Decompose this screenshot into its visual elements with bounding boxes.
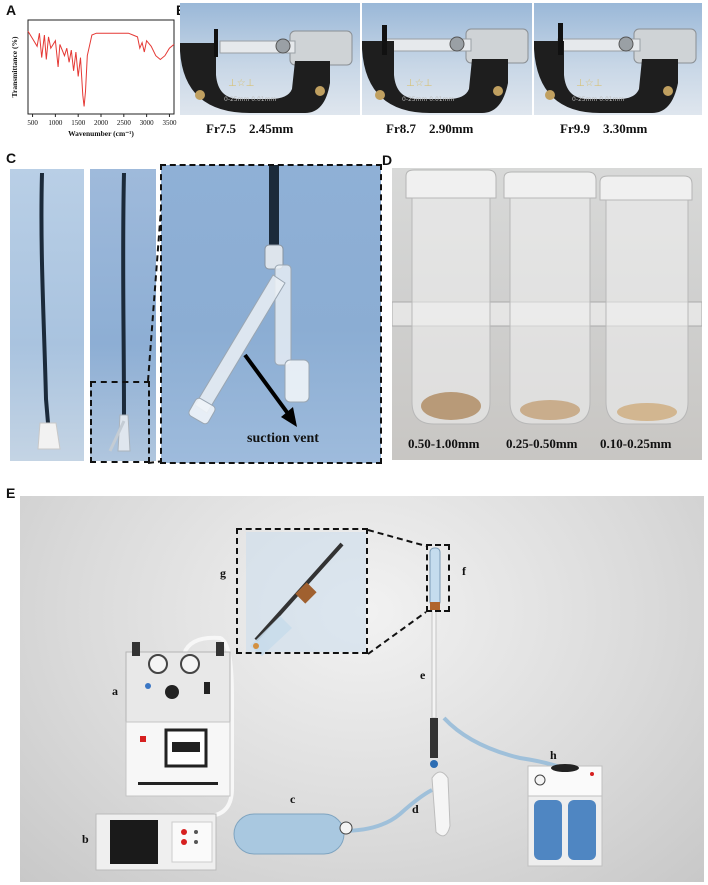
e-connector-lines: [367, 529, 427, 655]
micrometer-photo-2: ⊥☆⊥ 0-25mm 0.01mm: [362, 3, 532, 115]
svg-text:⊥☆⊥: ⊥☆⊥: [576, 78, 602, 89]
catheter-drawing: [108, 172, 131, 452]
y-axis-label: Transmittance (%): [10, 36, 19, 97]
spectrum-line: [27, 31, 175, 107]
b-value-1: 2.45mm: [248, 121, 294, 136]
x-tick-label: 1000: [48, 119, 63, 127]
suction-vent-label: suction vent: [247, 431, 319, 446]
tube-label-3: 0.10-0.25mm: [600, 436, 672, 451]
tubes-drawing: [392, 169, 702, 425]
panel-label-c: C: [6, 150, 17, 166]
schematic-drawing: [95, 532, 603, 871]
x-axis-label: Wavenumber (cm⁻¹): [68, 129, 134, 138]
micrometer-drawing: ⊥☆⊥ 0-25mm 0.01mm: [362, 25, 529, 113]
b-caption-2: Fr8.7 2.90mm: [386, 121, 473, 137]
component-label-g: g: [220, 566, 226, 580]
f-zoom-frame: [426, 544, 450, 612]
micrometer-drawing: ⊥☆⊥ 0-25mm 0.01mm: [534, 23, 697, 113]
component-label-h: h: [550, 748, 557, 762]
tube-label-2: 0.25-0.50mm: [506, 436, 578, 451]
svg-text:⊥☆⊥: ⊥☆⊥: [228, 78, 254, 89]
panel-label-e: E: [6, 485, 16, 501]
component-label-d: d: [412, 802, 419, 816]
x-tick-label: 2500: [117, 119, 132, 127]
x-tick-label: 500: [27, 119, 38, 127]
b-caption-3: Fr9.9 3.30mm: [560, 121, 647, 137]
micrometer-photo-1: ⊥☆⊥ 0-25mm 0.01mm: [180, 3, 360, 115]
panel-label-d: D: [382, 152, 393, 168]
b-value-3: 3.30mm: [602, 121, 648, 136]
catheter-photo-full: [10, 169, 84, 461]
b-size-3: Fr9.9: [560, 121, 590, 136]
catheter-zoom-frame: [160, 164, 382, 464]
x-tick-label: 3000: [140, 119, 155, 127]
catheter-drawing: [37, 172, 61, 450]
component-label-f: f: [462, 564, 466, 578]
dial-text-1: 0-25mm 0.01mm: [224, 96, 276, 103]
component-label-a: a: [112, 684, 118, 698]
b-caption-1: Fr7.5 2.45mm: [206, 121, 293, 137]
dial-text-3: 0-25mm 0.01mm: [572, 96, 624, 103]
x-tick-label: 1500: [71, 119, 86, 127]
x-tick-label: 2000: [94, 119, 109, 127]
catheter-photo-detail: [90, 169, 156, 461]
b-value-2: 2.90mm: [428, 121, 474, 136]
tube-label-1: 0.50-1.00mm: [408, 436, 480, 451]
b-size-1: Fr7.5: [206, 121, 236, 136]
g-zoom-frame: [236, 528, 368, 654]
dial-text-2: 0-25mm 0.01mm: [402, 96, 454, 103]
catheter-zoom-photo: suction vent: [161, 165, 381, 463]
panel-label-a: A: [6, 2, 17, 18]
component-label-e: e: [420, 668, 426, 682]
svg-text:⊥☆⊥: ⊥☆⊥: [406, 78, 432, 89]
micrometer-photo-3: ⊥☆⊥ 0-25mm 0.01mm: [534, 3, 702, 115]
plot-frame: [27, 19, 175, 115]
x-tick-label: 3500: [162, 119, 177, 127]
component-label-c: c: [290, 792, 296, 806]
b-size-2: Fr8.7: [386, 121, 416, 136]
micrometer-drawing: ⊥☆⊥ 0-25mm 0.01mm: [180, 29, 353, 113]
component-label-b: b: [82, 832, 89, 846]
catheter-zoom-box: [90, 381, 150, 463]
system-schematic: a b c d e f g h: [20, 496, 704, 882]
y-connector-drawing: [188, 165, 310, 427]
sample-tubes-photo: 0.50-1.00mm 0.25-0.50mm 0.10-0.25mm: [392, 168, 702, 460]
